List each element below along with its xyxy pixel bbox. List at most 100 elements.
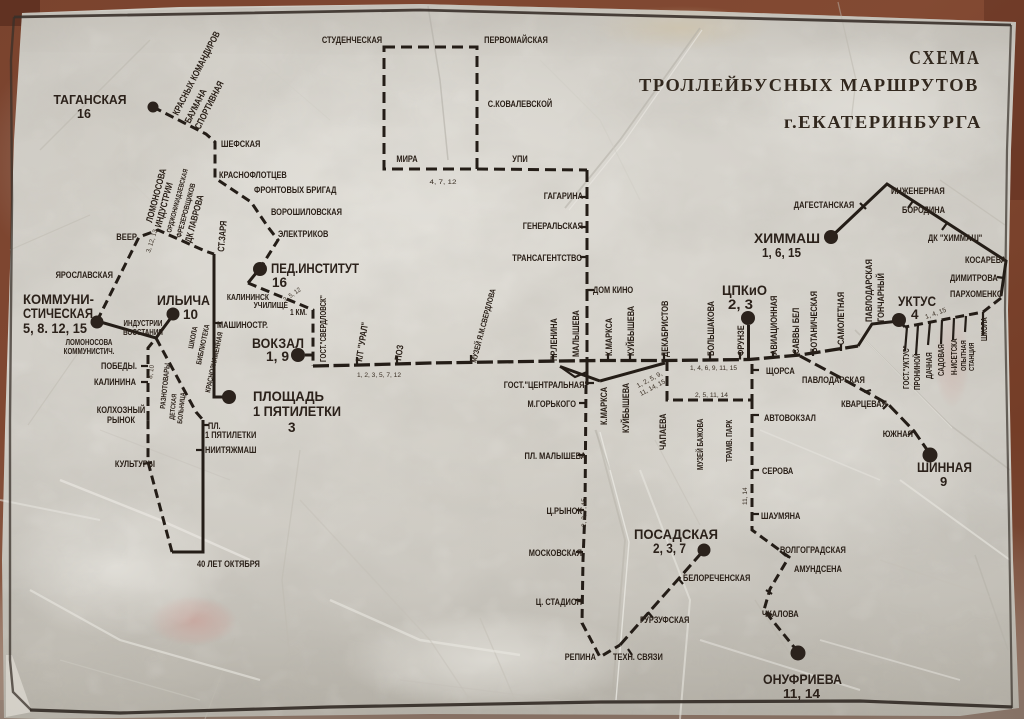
svg-text:СЕРОВА: СЕРОВА (762, 466, 793, 477)
svg-text:КУЙБЫШЕВА: КУЙБЫШЕВА (625, 306, 637, 356)
svg-text:АВТОВОКЗАЛ: АВТОВОКЗАЛ (764, 413, 816, 424)
svg-text:НИИТЯЖМАШ: НИИТЯЖМАШ (205, 445, 256, 456)
svg-text:КОММУНИ-: КОММУНИ- (23, 292, 94, 307)
svg-text:ДИМИТРОВА: ДИМИТРОВА (950, 273, 998, 284)
svg-text:ПР.ЛЕНИНА: ПР.ЛЕНИНА (549, 318, 560, 361)
svg-text:ПОЗ: ПОЗ (393, 344, 406, 361)
svg-text:БОРОДИНА: БОРОДИНА (902, 205, 945, 216)
svg-text:ГОНЧАРНЫЙ: ГОНЧАРНЫЙ (875, 273, 887, 322)
svg-text:К.МАРКСА: К.МАРКСА (599, 387, 610, 425)
svg-text:ИНДУСТРИИ: ИНДУСТРИИ (124, 319, 163, 328)
svg-text:ПОБЕДЫ.: ПОБЕДЫ. (101, 361, 137, 372)
svg-text:ШИННАЯ: ШИННАЯ (917, 459, 972, 475)
svg-text:БОЛЬШАКОВА: БОЛЬШАКОВА (706, 301, 717, 356)
svg-text:САДОВАЯ: САДОВАЯ (937, 344, 946, 376)
svg-text:МАЛЫШЕВА: МАЛЫШЕВА (571, 310, 582, 357)
svg-text:КОЛХОЗНЫЙ: КОЛХОЗНЫЙ (97, 404, 146, 416)
svg-text:КОСАРЕВА: КОСАРЕВА (965, 255, 1006, 266)
svg-text:1, 4, 6, 9, 11, 15: 1, 4, 6, 9, 11, 15 (690, 365, 737, 372)
svg-text:БЕЛОРЕЧЕНСКАЯ: БЕЛОРЕЧЕНСКАЯ (683, 573, 750, 584)
svg-text:ТРАНСАГЕНТСТВО: ТРАНСАГЕНТСТВО (512, 253, 582, 264)
svg-text:ДК "ХИММАШ": ДК "ХИММАШ" (928, 233, 982, 244)
svg-text:ХИММАШ: ХИММАШ (754, 230, 820, 246)
svg-text:4, 7, 12: 4, 7, 12 (430, 179, 457, 186)
svg-text:ПЕРВОМАЙСКАЯ: ПЕРВОМАЙСКАЯ (484, 34, 548, 46)
svg-text:РЕПИНА: РЕПИНА (565, 652, 596, 663)
svg-text:ГОСТ."УКТУС": ГОСТ."УКТУС" (902, 345, 911, 389)
svg-text:ВОССТАНИЯ: ВОССТАНИЯ (123, 328, 163, 337)
svg-text:ПЕД.ИНСТИТУТ: ПЕД.ИНСТИТУТ (271, 261, 360, 276)
svg-text:Ц.РЫНОК: Ц.РЫНОК (547, 506, 583, 517)
svg-text:ДЕТСКАЯ: ДЕТСКАЯ (169, 394, 179, 421)
svg-text:МИРА: МИРА (396, 154, 417, 165)
svg-text:БОТАНИЧЕСКАЯ: БОТАНИЧЕСКАЯ (809, 291, 820, 353)
svg-text:11, 14: 11, 14 (783, 686, 821, 701)
svg-text:С.КОВАЛЕВСКОЙ: С.КОВАЛЕВСКОЙ (488, 98, 553, 110)
svg-text:16: 16 (77, 107, 91, 121)
svg-text:3: 3 (288, 420, 296, 435)
svg-text:ПАВЛОДАРСКАЯ: ПАВЛОДАРСКАЯ (864, 259, 875, 322)
svg-text:г.ЕКАТЕРИНБУРГА: г.ЕКАТЕРИНБУРГА (784, 112, 982, 132)
svg-text:АВИАЦИОННАЯ: АВИАЦИОННАЯ (769, 295, 780, 355)
svg-text:ПАРХОМЕНКО: ПАРХОМЕНКО (950, 289, 1003, 300)
svg-text:ТЕХН. СВЯЗИ: ТЕХН. СВЯЗИ (613, 652, 663, 663)
svg-text:ШКОЛА: ШКОЛА (980, 317, 989, 341)
svg-text:ФРОНТОВЫХ БРИГАД: ФРОНТОВЫХ БРИГАД (254, 185, 337, 196)
svg-text:ЩОРСА: ЩОРСА (766, 366, 795, 377)
svg-text:ТРОЛЛЕЙБУСНЫХ МАРШРУТОВ: ТРОЛЛЕЙБУСНЫХ МАРШРУТОВ (639, 75, 979, 95)
svg-text:ПОСАДСКАЯ: ПОСАДСКАЯ (634, 527, 718, 542)
svg-text:МАШИНОСТР.: МАШИНОСТР. (217, 320, 268, 331)
svg-text:ПАВЛОДАРСКАЯ: ПАВЛОДАРСКАЯ (802, 375, 865, 386)
svg-text:ИЛЬИЧА: ИЛЬИЧА (157, 293, 210, 308)
svg-text:5, 8. 12, 15: 5, 8. 12, 15 (23, 321, 87, 336)
svg-text:АМУНДСЕНА: АМУНДСЕНА (794, 564, 842, 575)
svg-text:1 ПЯТИЛЕТКИ: 1 ПЯТИЛЕТКИ (253, 404, 341, 419)
svg-text:УКТУС: УКТУС (898, 294, 936, 309)
svg-text:ГОСТ."СВЕРДЛОВСК": ГОСТ."СВЕРДЛОВСК" (319, 295, 328, 362)
svg-text:ДАГЕСТАНСКАЯ: ДАГЕСТАНСКАЯ (794, 200, 855, 211)
svg-text:ОНУФРИЕВА: ОНУФРИЕВА (763, 671, 842, 687)
svg-text:Н-ИСЕТСКА: Н-ИСЕТСКА (950, 338, 959, 375)
svg-text:ГОСТ."ЦЕНТРАЛЬНАЯ": ГОСТ."ЦЕНТРАЛЬНАЯ" (504, 380, 588, 391)
svg-text:САМОЛЕТНАЯ: САМОЛЕТНАЯ (836, 292, 847, 345)
svg-text:1, 6, 15: 1, 6, 15 (762, 245, 801, 260)
svg-text:ЭЛЕКТРИКОВ: ЭЛЕКТРИКОВ (278, 229, 329, 240)
svg-text:ШАУМЯНА: ШАУМЯНА (761, 511, 801, 522)
svg-text:ЛОМОНОСОВА: ЛОМОНОСОВА (66, 338, 113, 347)
svg-text:М.ГОРЬКОГО: М.ГОРЬКОГО (528, 399, 577, 410)
svg-text:МОСКОВСКАЯ: МОСКОВСКАЯ (529, 548, 582, 559)
svg-text:СТУДЕНЧЕСКАЯ: СТУДЕНЧЕСКАЯ (322, 35, 382, 46)
svg-text:10: 10 (183, 307, 198, 322)
svg-text:БОЛЬНИЦА: БОЛЬНИЦА (177, 392, 187, 424)
svg-text:ЦПКиО: ЦПКиО (722, 283, 767, 298)
svg-text:МУЗЕЙ БАЖОВА: МУЗЕЙ БАЖОВА (696, 418, 705, 470)
svg-text:ВОЛГОГРАДСКАЯ: ВОЛГОГРАДСКАЯ (780, 545, 846, 556)
svg-text:ГЕНЕРАЛЬСКАЯ: ГЕНЕРАЛЬСКАЯ (523, 221, 583, 232)
svg-text:ПЛ.: ПЛ. (208, 421, 221, 432)
svg-text:4: 4 (911, 307, 919, 322)
svg-text:ТАГАНСКАЯ: ТАГАНСКАЯ (54, 93, 127, 107)
svg-text:ДАЧНАЯ: ДАЧНАЯ (925, 352, 934, 379)
svg-text:КВАРЦЕВАЯ: КВАРЦЕВАЯ (841, 399, 887, 410)
svg-text:ГАГАРИНА: ГАГАРИНА (544, 191, 583, 202)
svg-text:КУЛЬТУРЫ: КУЛЬТУРЫ (115, 459, 155, 470)
svg-text:2, 3, 7, 15: 2, 3, 7, 15 (581, 498, 588, 527)
svg-text:ДЕКАБРИСТОВ: ДЕКАБРИСТОВ (660, 300, 671, 357)
svg-text:2, 3, 7: 2, 3, 7 (653, 541, 686, 556)
svg-text:ЧКАЛОВА: ЧКАЛОВА (762, 609, 799, 620)
svg-text:ПРОНИНОЙ: ПРОНИНОЙ (913, 353, 922, 390)
svg-text:1 ПЯТИЛЕТКИ: 1 ПЯТИЛЕТКИ (205, 430, 256, 441)
svg-text:ЧАПАЕВА: ЧАПАЕВА (658, 413, 669, 450)
svg-text:ФРУНЗЕ: ФРУНЗЕ (736, 325, 747, 356)
svg-text:ВЕЕР: ВЕЕР (116, 232, 137, 243)
svg-text:УПИ: УПИ (512, 154, 528, 165)
svg-text:УЧИЛИЩЕ: УЧИЛИЩЕ (254, 300, 289, 310)
svg-text:ИНЖЕНЕРНАЯ: ИНЖЕНЕРНАЯ (891, 186, 945, 197)
svg-text:9: 9 (940, 474, 947, 489)
svg-text:КАЛИНИНА: КАЛИНИНА (94, 377, 136, 388)
svg-text:ШЕФСКАЯ: ШЕФСКАЯ (221, 139, 261, 150)
svg-text:СТИЧЕСКАЯ: СТИЧЕСКАЯ (23, 306, 93, 321)
svg-text:СХЕМА: СХЕМА (909, 47, 981, 69)
svg-text:11, 14: 11, 14 (742, 487, 749, 505)
svg-text:16: 16 (272, 275, 288, 290)
